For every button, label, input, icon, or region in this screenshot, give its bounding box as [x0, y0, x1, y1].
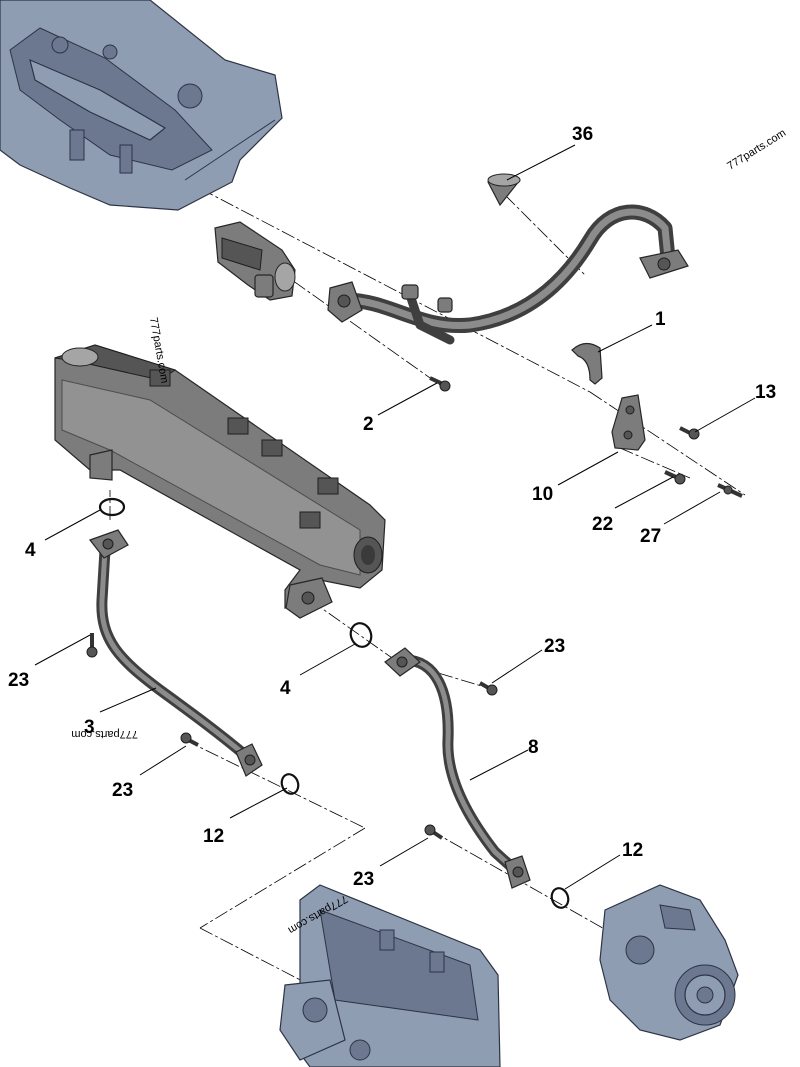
stud-27 — [717, 483, 743, 498]
coolant-pipe-3-part — [89, 529, 263, 777]
bolt-13 — [679, 426, 700, 440]
callout-12-right: 12 — [622, 840, 643, 861]
o-ring-4-lower — [349, 622, 373, 648]
assembly-lines — [109, 177, 746, 986]
bolt-23-d — [424, 824, 444, 840]
bolt-23-b — [478, 681, 498, 696]
callout-23-mid: 23 — [112, 780, 133, 801]
fasteners — [86, 376, 743, 840]
callout-27: 27 — [640, 526, 661, 547]
callout-3: 3 — [84, 717, 95, 738]
egr-pipe-part — [327, 204, 689, 345]
egr-valve-part — [214, 221, 296, 301]
callout-23-right: 23 — [544, 636, 565, 657]
o-ring-12-right — [550, 887, 570, 909]
callout-8: 8 — [528, 737, 539, 758]
egr-cooler-part — [54, 344, 386, 619]
callout-36: 36 — [572, 124, 593, 145]
o-ring-4-upper — [98, 497, 126, 517]
callout-10: 10 — [532, 484, 553, 505]
o-ring-12-left — [280, 773, 300, 795]
callout-23-left: 23 — [8, 670, 29, 691]
bolt-23-a — [86, 633, 98, 658]
bolt-23-c — [180, 732, 199, 747]
watermarks: 777parts.com 777parts.com 777parts.com 7… — [71, 127, 788, 936]
coolant-pipe-8-part — [384, 647, 531, 889]
callout-13: 13 — [755, 382, 776, 403]
bolt-22 — [664, 470, 686, 485]
pipe-clamp-part — [571, 342, 603, 385]
lower-engine-block-part — [279, 884, 501, 1067]
callout-12-left: 12 — [203, 826, 224, 847]
callout-23-bottom: 23 — [353, 869, 374, 890]
cone-cap-part — [487, 173, 521, 207]
water-pump-part — [599, 884, 739, 1041]
watermark-pipe3: 777parts.com — [71, 728, 138, 740]
o-rings — [98, 497, 570, 909]
leader-lines — [34, 144, 756, 890]
callout-2: 2 — [363, 414, 374, 435]
watermark-top-right: 777parts.com — [725, 127, 788, 172]
bracket-part — [611, 394, 646, 451]
callout-22: 22 — [592, 514, 613, 535]
callout-1: 1 — [655, 309, 666, 330]
callout-labels: 36 1 13 2 10 22 27 4 23 4 23 3 8 23 12 2… — [8, 124, 776, 890]
callout-4-upper: 4 — [25, 540, 36, 561]
bolt-2 — [429, 376, 451, 392]
engine-block-part — [0, 0, 283, 211]
callout-4-lower: 4 — [280, 678, 291, 699]
